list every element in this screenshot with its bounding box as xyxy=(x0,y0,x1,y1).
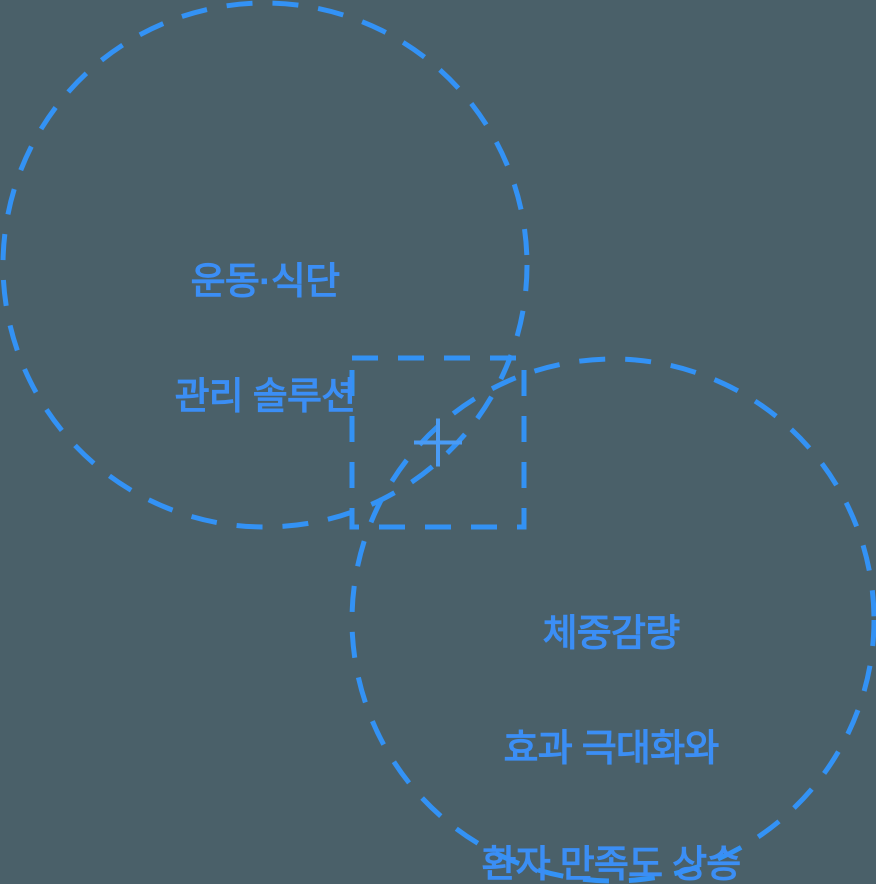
right-label-line-1: 체중감량 xyxy=(542,612,681,655)
right-circle-label: 체중감량 효과 극대화와 환자 만족도 상승 xyxy=(346,548,876,884)
right-label-line-2: 효과 극대화와 xyxy=(503,728,720,771)
left-circle-label: 운동·식단 관리 솔루션 xyxy=(0,196,530,485)
right-label-line-3: 환자 만족도 상승 xyxy=(481,843,742,884)
left-label-line-1: 운동·식단 xyxy=(190,260,340,303)
left-label-line-2: 관리 솔루션 xyxy=(174,376,357,419)
